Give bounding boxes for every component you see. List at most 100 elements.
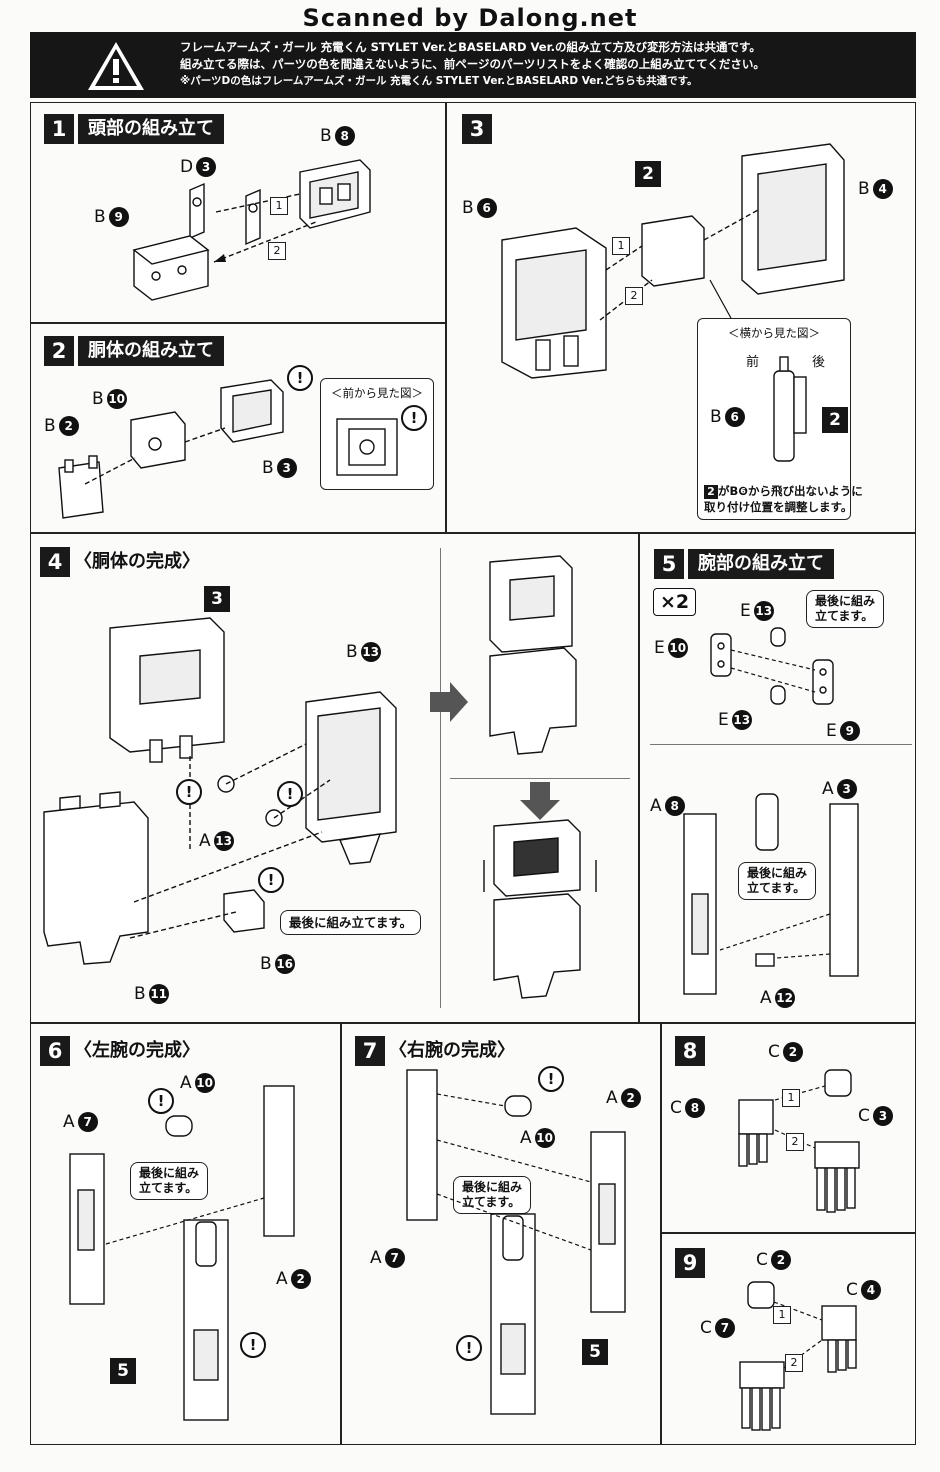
- left-arm-illustration: [69, 1085, 295, 1421]
- upper-arm-illustration: [683, 793, 859, 995]
- order-mark-1: 1: [773, 1306, 791, 1324]
- torso-completion-illustration: [43, 617, 397, 965]
- sub-assembly-badge: 5: [582, 1339, 608, 1365]
- assemble-last-callout: 最後に組み 立てます。: [453, 1176, 532, 1214]
- sub-assembly-badge: 2: [822, 407, 848, 433]
- part-number: 12: [774, 988, 795, 1008]
- order-mark-2: 2: [786, 1133, 804, 1151]
- assemble-last-callout: 最後に組み 立てます。: [130, 1162, 209, 1200]
- front-view-detail: ＜前から見た図＞ !: [320, 378, 434, 490]
- warning-bar: フレームアームズ・ガール 充電くん STYLET Ver.とBASELARD V…: [30, 32, 916, 98]
- divider: [660, 1022, 662, 1445]
- part-number: 8: [664, 796, 685, 816]
- caution-icon: !: [277, 781, 303, 807]
- part-number: 2: [620, 1088, 641, 1108]
- step-title: 〈左腕の完成〉: [74, 1040, 200, 1061]
- step-number: 8: [675, 1036, 705, 1066]
- order-mark-2: 2: [785, 1354, 803, 1372]
- part-number: 13: [731, 710, 752, 730]
- part-number: 8: [334, 126, 355, 146]
- divider-sub: [650, 744, 912, 745]
- divider: [30, 322, 446, 324]
- arrow-right-icon: [430, 682, 468, 722]
- caution-icon: !: [258, 867, 284, 893]
- scan-credit: Scanned by Dalong.net: [302, 4, 638, 32]
- order-mark-2: 2: [625, 287, 643, 305]
- part-number: 10: [106, 389, 127, 409]
- divider: [340, 1022, 342, 1445]
- part-number: 13: [360, 642, 381, 662]
- part-number: 13: [753, 601, 774, 621]
- step-title: 腕部の組み立て: [688, 549, 834, 579]
- step-number: 9: [675, 1248, 705, 1278]
- divider: [660, 1232, 916, 1234]
- detail-title: ＜横から見た図＞: [728, 326, 820, 340]
- warning-line-1: フレームアームズ・ガール 充電くん STYLET Ver.とBASELARD V…: [180, 40, 761, 54]
- assemble-last-callout: 最後に組み 立てます。: [738, 862, 817, 900]
- part-number: 10: [194, 1073, 215, 1093]
- front-view-illustration: [336, 418, 398, 476]
- warning-line-2: 組み立てる際は、パーツの色を間違えないように、前ページのパーツリストをよく確認の…: [180, 57, 765, 71]
- note-badge: 2: [704, 484, 718, 499]
- part-number: 3: [836, 779, 857, 799]
- assemble-last-callout: 最後に組み立てます。: [280, 910, 422, 935]
- part-number: 4: [860, 1280, 881, 1300]
- right-hand-illustration: [739, 1281, 857, 1431]
- part-number: 2: [290, 1269, 311, 1289]
- caution-icon: !: [538, 1066, 564, 1092]
- caution-icon: !: [240, 1332, 266, 1358]
- part-number: 7: [714, 1318, 735, 1338]
- part-number: 2: [58, 416, 79, 436]
- step-title: 胴体の組み立て: [78, 336, 224, 366]
- torso-frame-illustration: [501, 143, 845, 379]
- step-number: 3: [462, 114, 492, 144]
- head-parts-illustration: [132, 159, 371, 301]
- step-number: 2: [44, 336, 74, 366]
- warning-triangle-icon: [88, 42, 144, 90]
- torso-combined-illustration: [489, 555, 577, 755]
- part-number: 9: [108, 207, 129, 227]
- warning-line-3: ※パーツDの色はフレームアームズ・ガール 充電くん STYLET Ver.とBA…: [180, 75, 698, 87]
- order-mark-1: 1: [270, 197, 288, 215]
- left-hand-illustration: [738, 1069, 860, 1213]
- side-view-illustration: [773, 356, 807, 462]
- arrow-down-icon: [520, 782, 560, 820]
- part-number: 16: [274, 954, 295, 974]
- step-number: 6: [40, 1036, 70, 1066]
- part-number: 7: [77, 1112, 98, 1132]
- elbow-joint-illustration: [710, 627, 834, 705]
- caution-icon: !: [148, 1088, 174, 1114]
- divider: [445, 102, 447, 532]
- caution-icon: !: [401, 405, 427, 431]
- part-number: 7: [384, 1248, 405, 1268]
- part-number: 3: [276, 458, 297, 478]
- step-number: 7: [355, 1036, 385, 1066]
- part-number: 4: [872, 179, 893, 199]
- part-number: 6: [476, 198, 497, 218]
- assemble-last-callout: 最後に組み 立てます。: [806, 590, 885, 628]
